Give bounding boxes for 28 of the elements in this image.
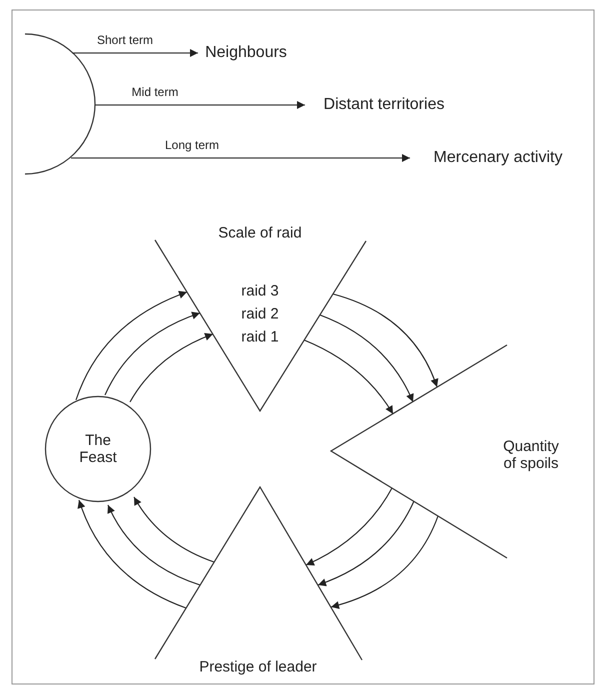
curved-arrow [78, 500, 186, 609]
curved-arrow [134, 496, 214, 563]
outcome-text: Neighbours [205, 44, 287, 62]
curved-arrow [75, 291, 188, 400]
circle-label: The Feast [78, 432, 118, 466]
arrow [72, 49, 198, 57]
arrow [71, 154, 410, 162]
outcome-text: Distant territories [324, 96, 444, 114]
edge-label: Long term [164, 138, 220, 152]
edge-label: Short term [96, 33, 154, 47]
curved-arrow [318, 500, 414, 586]
outcome-text: Mercenary activity [434, 148, 562, 168]
curved-arrow [332, 293, 438, 388]
wedge-label: raid 3 [241, 282, 279, 300]
curved-arrow [108, 504, 200, 586]
curved-arrow [130, 333, 214, 402]
wedge-label: raid 1 [241, 328, 279, 346]
curved-arrow [306, 488, 392, 566]
curved-arrow [320, 314, 414, 402]
curved-arrow [304, 340, 394, 414]
curved-arrow [104, 312, 200, 396]
wedge-label: Scale of raid [218, 224, 302, 242]
wedge-label: raid 2 [241, 305, 279, 323]
edge-label: Mid term [130, 85, 180, 99]
curved-arrow [330, 516, 439, 609]
arrow [95, 101, 305, 109]
wedge-label: Quantity of spoils [502, 438, 560, 472]
wedge-label: Prestige of leader [199, 658, 317, 676]
